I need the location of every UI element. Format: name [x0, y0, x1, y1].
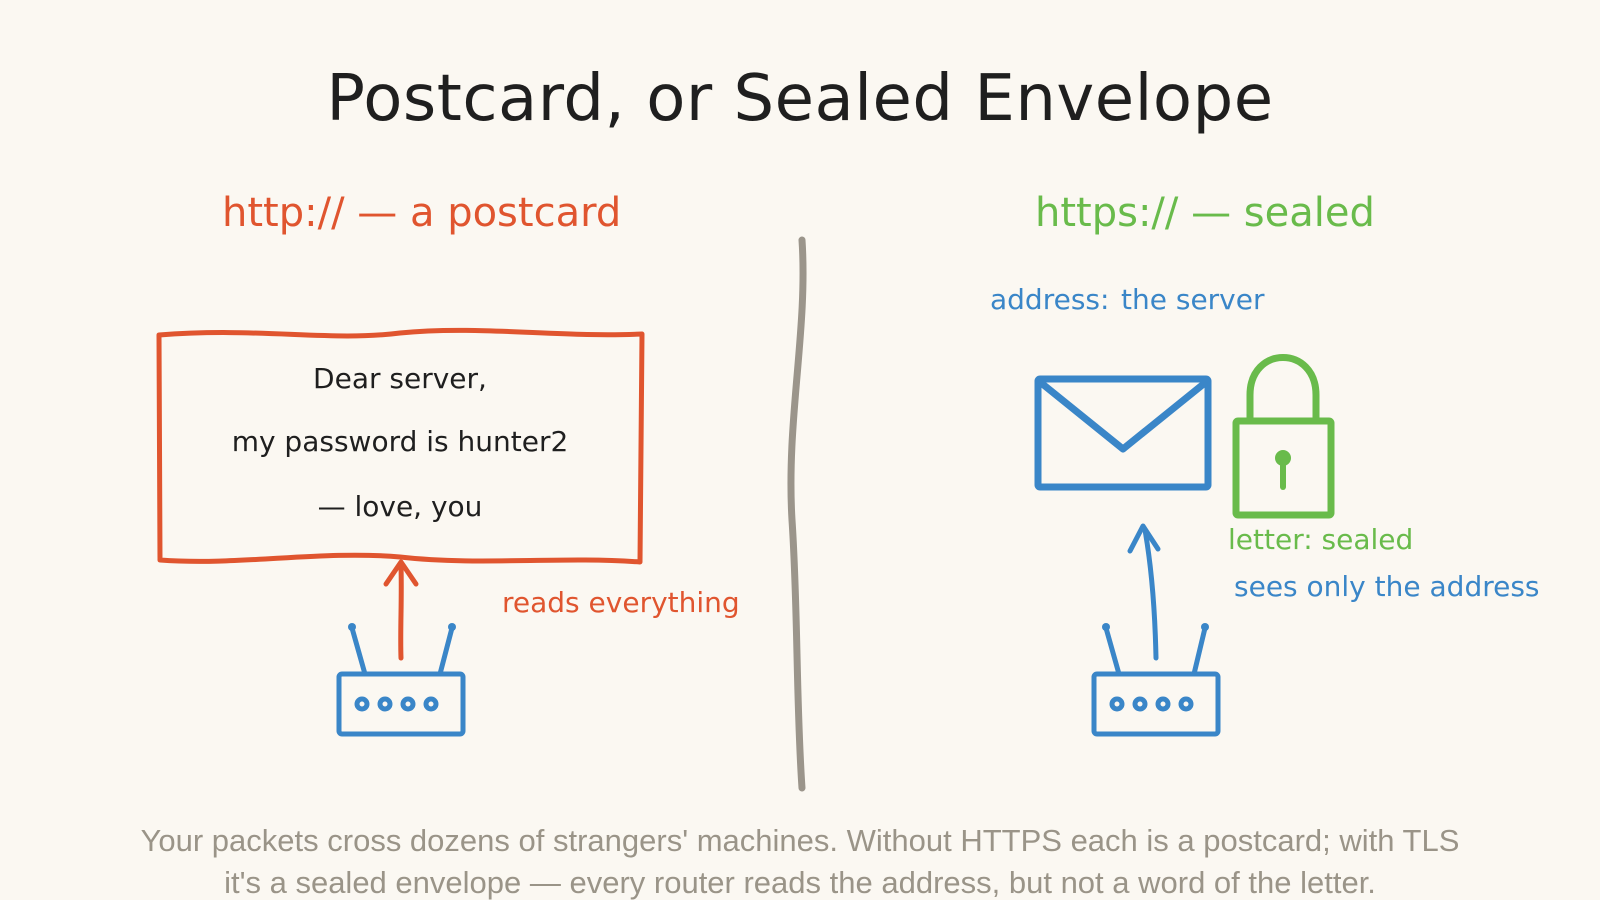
postcard-line-greeting: Dear server, — [313, 362, 487, 395]
sees-address-label: sees only the address — [1234, 570, 1540, 603]
postcard-line-password: my password is hunter2 — [231, 425, 569, 458]
postcard-line-signoff: — love, you — [317, 490, 483, 523]
reads-everything-label: reads everything — [502, 586, 740, 619]
postcard-frame — [156, 327, 645, 565]
reads-arrow — [383, 559, 419, 661]
envelope-icon — [1034, 375, 1212, 491]
caption-line-2: it's a sealed envelope — every router re… — [224, 865, 1376, 900]
http-heading: http:// — a postcard — [222, 190, 622, 236]
address-arrow — [1127, 523, 1161, 661]
https-heading: https:// — sealed — [1035, 190, 1375, 236]
address-value: the server — [1121, 283, 1265, 316]
address-label: address: — [990, 283, 1110, 316]
right-router-icon — [1091, 623, 1221, 737]
caption: Your packets cross dozens of strangers' … — [0, 820, 1600, 900]
left-router-icon — [336, 623, 466, 737]
letter-sealed-label: letter: sealed — [1228, 523, 1414, 556]
page-title: Postcard, or Sealed Envelope — [326, 62, 1274, 136]
caption-line-1: Your packets cross dozens of strangers' … — [140, 823, 1460, 858]
divider-line — [787, 236, 807, 792]
padlock-icon — [1232, 354, 1335, 519]
